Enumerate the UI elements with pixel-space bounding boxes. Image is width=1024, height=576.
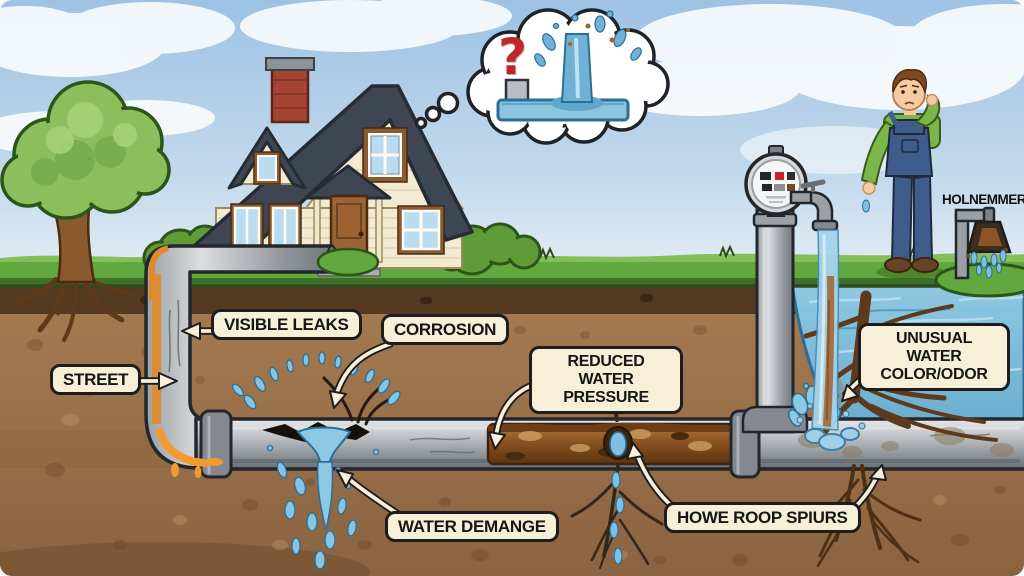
callout-reduced-line2: WATER PRESSURE: [563, 370, 649, 406]
burst-pipe-vignette: [496, 10, 642, 122]
tree-roots: [9, 277, 142, 342]
tree: [0, 80, 171, 342]
callout-root-spurs-label: HOWE ROOP SPIURS: [677, 508, 848, 527]
thought-bubble: [414, 8, 670, 145]
callout-street: STREET: [50, 364, 142, 396]
callout-reduced-line1: REDUCED: [567, 353, 645, 370]
callout-visible-leaks: VISIBLE LEAKS: [211, 309, 362, 341]
dormer: [227, 126, 307, 190]
rust-leak: [156, 428, 223, 478]
callout-corrosion-label: CORROSION: [394, 320, 497, 339]
callout-water-damage: WATER DEMANGE: [385, 511, 559, 543]
callout-unusual-water: UNUSUAL WATER COLOR/ODOR: [858, 323, 1010, 391]
window: [362, 127, 408, 183]
callout-unusual-line2: COLOR/ODOR: [880, 365, 988, 383]
callout-leader-arrows: [130, 322, 887, 518]
pipe-crack-leak: [231, 351, 401, 570]
callout-unusual-line1: UNUSUAL WATER: [895, 330, 973, 365]
window: [230, 203, 264, 251]
homeowner: [860, 68, 944, 279]
window: [397, 205, 445, 255]
spigot-droplets: [970, 249, 1007, 279]
window: [268, 203, 302, 251]
water-funnel: [296, 426, 352, 463]
callout-root-spurs: HOWE ROOP SPIURS: [664, 502, 861, 534]
callout-visible-leaks-label: VISIBLE LEAKS: [224, 315, 349, 334]
callout-water-damage-label: WATER DEMANGE: [398, 517, 546, 536]
callout-reduced-water-pressure: REDUCED WATER PRESSURE: [529, 346, 683, 414]
service-pipe: [144, 244, 380, 470]
outdoor-spigot: [934, 206, 1024, 298]
meter-riser-pipe: [741, 208, 809, 434]
meter-register: [760, 172, 795, 203]
water-meter: [744, 145, 839, 232]
tree-canopy: [0, 80, 171, 220]
spray-droplets: [231, 351, 401, 570]
faucet: [789, 179, 839, 232]
callout-corrosion: CORROSION: [381, 314, 510, 346]
callout-street-label: STREET: [63, 370, 129, 389]
question-mark: ?: [498, 28, 528, 86]
rust-streak: [152, 274, 161, 424]
spigot-text-label: HOLNEMMER: [942, 192, 1024, 207]
discolored-water-stream: [796, 229, 866, 451]
